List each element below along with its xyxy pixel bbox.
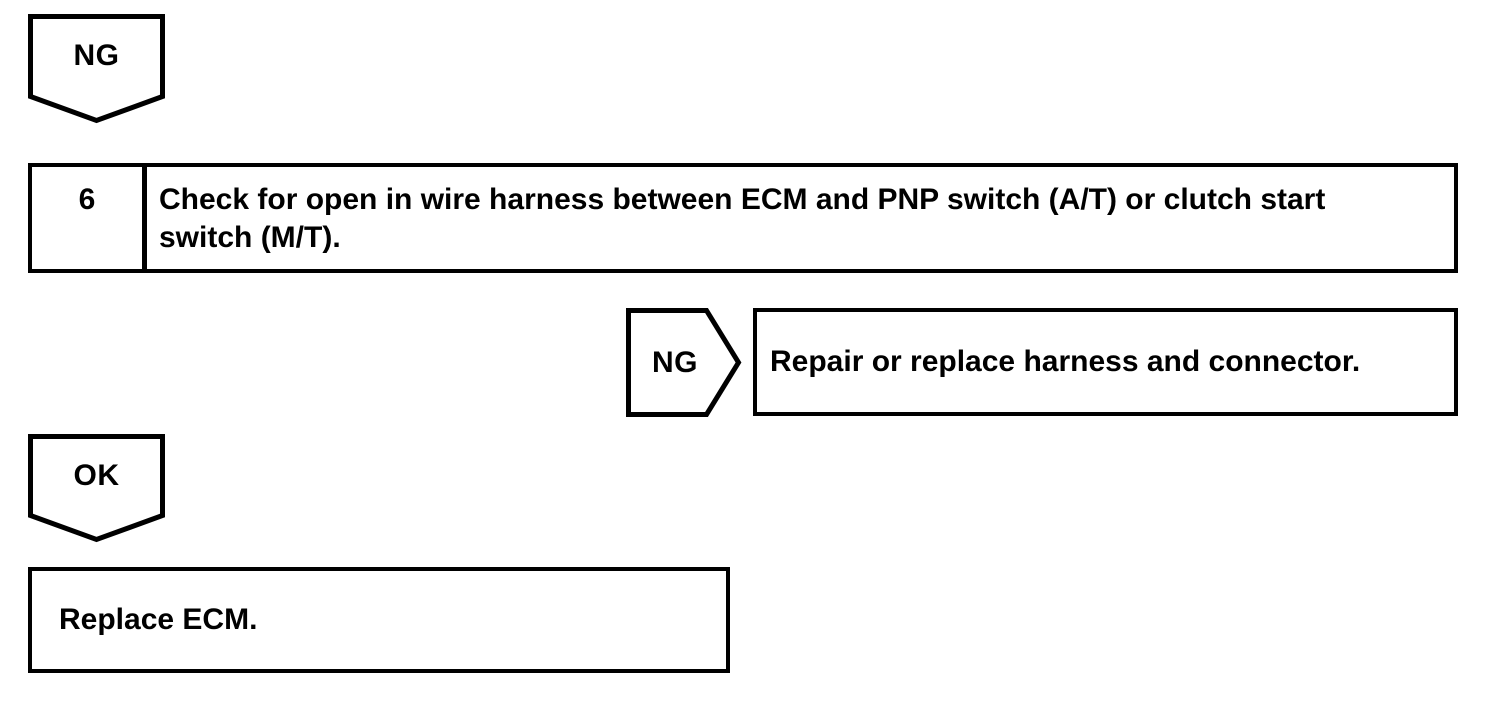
right-pointer-arrow-icon [626,308,742,417]
ok-result-banner: OK [28,434,165,543]
step-instruction-text: Check for open in wire harness between E… [159,183,1326,254]
ng-arrow-label: NG [652,345,698,379]
ok-banner-label: OK [73,458,120,492]
ng-action-box: Repair or replace harness and connector. [753,308,1458,416]
ng-result-banner-top: NG [28,14,165,124]
step-check-box: 6 Check for open in wire harness between… [28,163,1458,273]
ng-branch-arrow: NG [626,308,742,417]
down-pointer-banner-icon [28,434,165,543]
step-number: 6 [32,167,147,269]
ng-action-text: Repair or replace harness and connector. [770,345,1361,378]
ng-banner-top-label: NG [73,39,120,72]
final-action-box: Replace ECM. [28,567,730,673]
down-pointer-banner-icon [28,14,165,124]
final-action-text: Replace ECM. [59,603,258,636]
